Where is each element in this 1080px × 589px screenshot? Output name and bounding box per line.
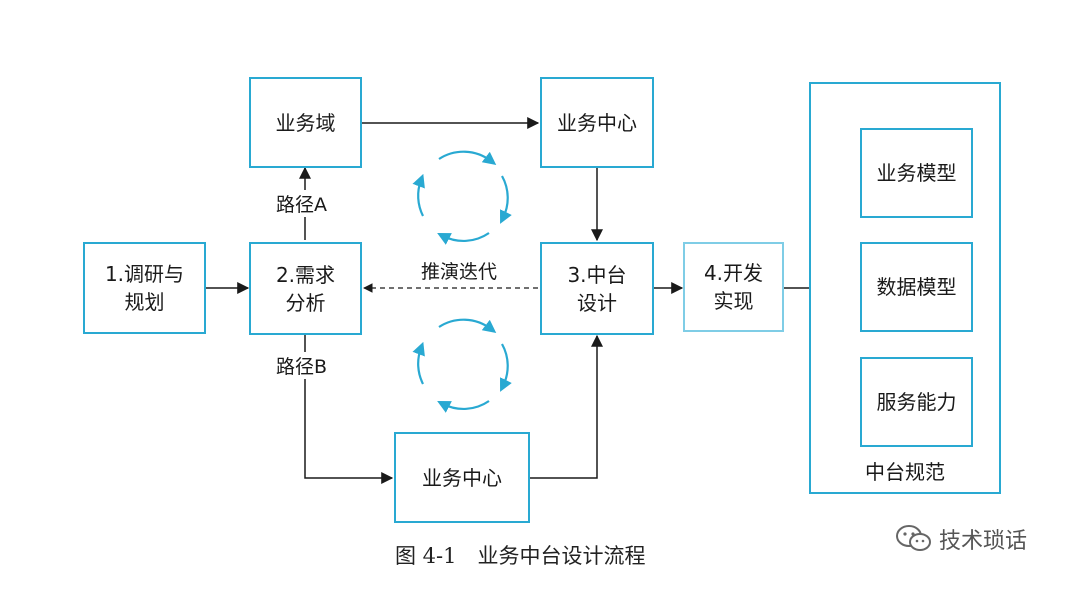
node-research-planning: 1.调研与 规划 xyxy=(83,242,206,334)
node-business-model: 业务模型 xyxy=(860,128,973,218)
node-requirement-analysis: 2.需求 分析 xyxy=(249,242,362,335)
node-service-capability: 服务能力 xyxy=(860,357,973,447)
node-develop-implement: 4.开发 实现 xyxy=(683,242,784,332)
node-business-domain: 业务域 xyxy=(249,77,362,168)
arrow-bottom-center-to-design xyxy=(530,334,603,479)
label-path-a: 路径A xyxy=(274,190,329,217)
label-path-b: 路径B xyxy=(274,352,330,379)
node-platform-design: 3.中台 设计 xyxy=(540,242,654,335)
watermark: 技术琐话 xyxy=(895,523,1027,555)
watermark-text: 技术琐话 xyxy=(939,529,1028,554)
spec-label: 中台规范 xyxy=(865,460,945,484)
wechat-icon xyxy=(895,524,933,554)
figure-caption: 图 4-1 业务中台设计流程 xyxy=(395,544,646,568)
node-business-center-bottom: 业务中心 xyxy=(394,432,530,523)
label-iterate: 推演迭代 xyxy=(419,257,500,284)
node-data-model: 数据模型 xyxy=(860,242,973,332)
cycle-icon-top xyxy=(412,150,512,245)
node-business-center-top: 业务中心 xyxy=(540,77,654,168)
cycle-icon-bottom xyxy=(412,318,512,413)
arrow-analysis-to-bottom-center xyxy=(304,335,394,484)
